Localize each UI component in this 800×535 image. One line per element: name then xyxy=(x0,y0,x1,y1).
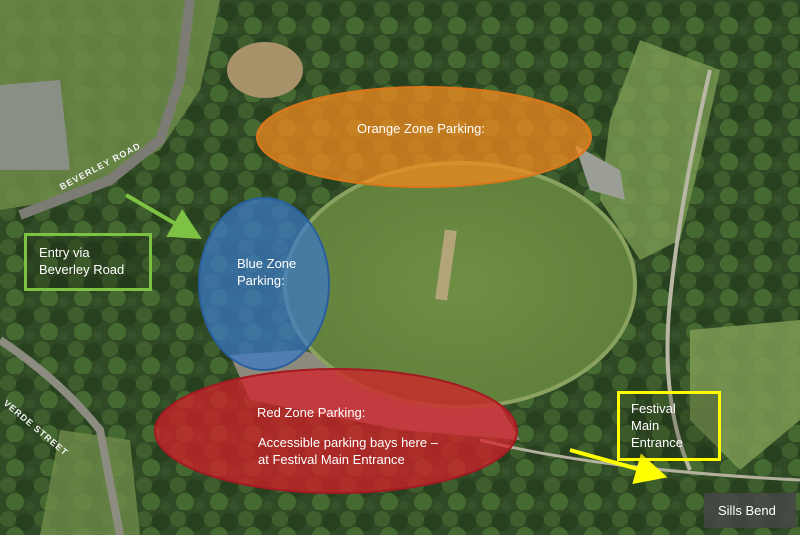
playground xyxy=(227,42,303,98)
festival-entrance-text: Festival Main Entrance xyxy=(631,401,684,450)
festival-entrance-callout: Festival Main Entrance xyxy=(617,391,721,461)
entry-callout: Entry via Beverley Road xyxy=(24,233,152,291)
car-park-east xyxy=(575,145,625,200)
accessible-parking-note: Accessible parking bays here – at Festiv… xyxy=(258,435,438,467)
sills-bend-callout: Sills Bend xyxy=(704,493,796,528)
grass-area-east xyxy=(600,40,720,260)
sills-bend-text: Sills Bend xyxy=(718,503,776,518)
red-zone[interactable] xyxy=(154,368,518,494)
grass-area-south-east xyxy=(690,320,800,470)
blue-zone[interactable] xyxy=(198,197,330,371)
orange-zone[interactable] xyxy=(256,86,592,188)
entry-callout-text: Entry via Beverley Road xyxy=(39,245,125,277)
entry-arrow xyxy=(124,193,202,240)
festival-entrance-arrow xyxy=(569,448,668,485)
lower-road-line xyxy=(0,336,124,535)
red-zone-label: Red Zone Parking: xyxy=(257,405,366,420)
blue-zone-label: Blue Zone Parking: xyxy=(237,256,297,288)
eastern-path xyxy=(665,69,712,471)
orange-zone-label: Orange Zone Parking: xyxy=(357,121,485,136)
beverley-road-line xyxy=(18,0,195,220)
cricket-pitch xyxy=(435,229,457,301)
car-park-west xyxy=(0,80,70,170)
